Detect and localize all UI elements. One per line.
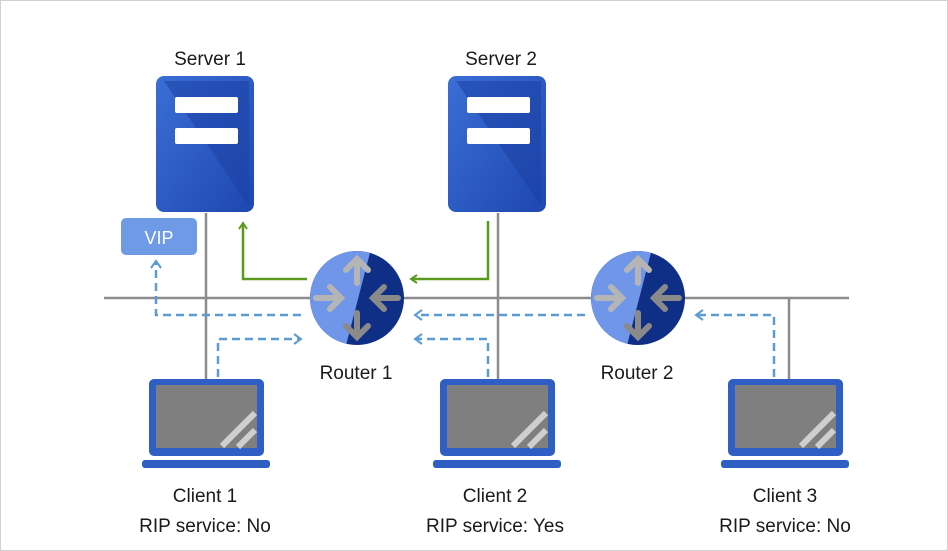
server-1: Server 1 xyxy=(156,49,254,212)
server-drive-icon xyxy=(175,128,238,144)
laptop-screen xyxy=(156,385,257,448)
client-3: Client 3 RIP service: No xyxy=(719,379,851,537)
vip-label: VIP xyxy=(144,228,173,248)
server-drive-icon xyxy=(467,128,530,144)
client-2-label: Client 2 xyxy=(463,486,527,507)
router-1-label: Router 1 xyxy=(320,363,393,384)
client-3-label: Client 3 xyxy=(753,486,817,507)
client-1: Client 1 RIP service: No xyxy=(139,379,271,537)
client-2-rip-status: RIP service: Yes xyxy=(426,516,564,537)
laptop-screen xyxy=(447,385,548,448)
router-2: Router 2 xyxy=(591,251,685,384)
network-line xyxy=(104,213,849,379)
client-1-label: Client 1 xyxy=(173,486,237,507)
server-2: Server 2 xyxy=(448,49,546,212)
client-3-rip-status: RIP service: No xyxy=(719,516,851,537)
client-1-path-to-vip xyxy=(150,259,301,317)
router-arrows-icon xyxy=(594,254,682,342)
router-1: Router 1 xyxy=(310,251,404,384)
client-1-path-to-router-1 xyxy=(216,333,303,377)
server-return-path xyxy=(409,221,490,284)
router-arrows-icon xyxy=(313,254,401,342)
client-1-rip-status: RIP service: No xyxy=(139,516,271,537)
router-2-label: Router 2 xyxy=(601,363,674,384)
server-drive-icon xyxy=(467,97,530,113)
client-2-path-to-router-1 xyxy=(413,333,490,377)
laptop-screen xyxy=(735,385,836,448)
client-3-path-to-router-2 xyxy=(694,309,776,377)
server-forward-path xyxy=(238,221,307,281)
vip-badge: VIP xyxy=(121,218,197,255)
client-2: Client 2 RIP service: Yes xyxy=(426,379,564,537)
server-1-label: Server 1 xyxy=(174,49,246,70)
server-2-label: Server 2 xyxy=(465,49,537,70)
server-drive-icon xyxy=(175,97,238,113)
